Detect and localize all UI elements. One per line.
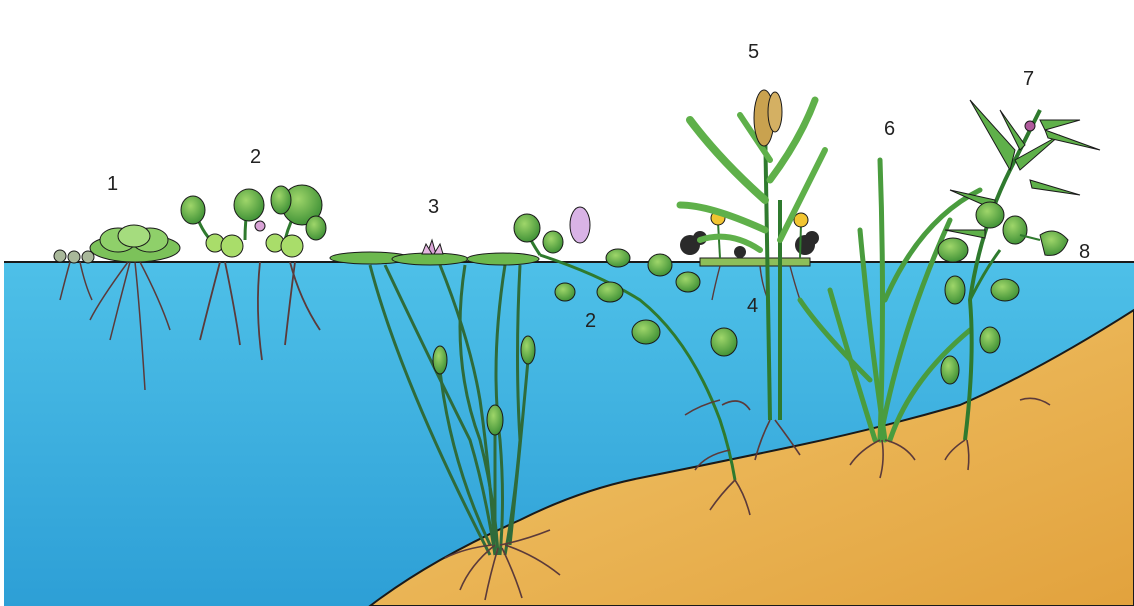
sky [0,0,1134,262]
label-2-left: 2 [250,146,261,168]
label-6: 6 [884,118,895,140]
label-1: 1 [107,173,118,195]
label-2-right: 2 [585,310,596,332]
label-8: 8 [1079,241,1090,263]
label-4: 4 [747,295,758,317]
label-3: 3 [428,196,439,218]
label-5: 5 [748,41,759,63]
label-7: 7 [1023,68,1034,90]
